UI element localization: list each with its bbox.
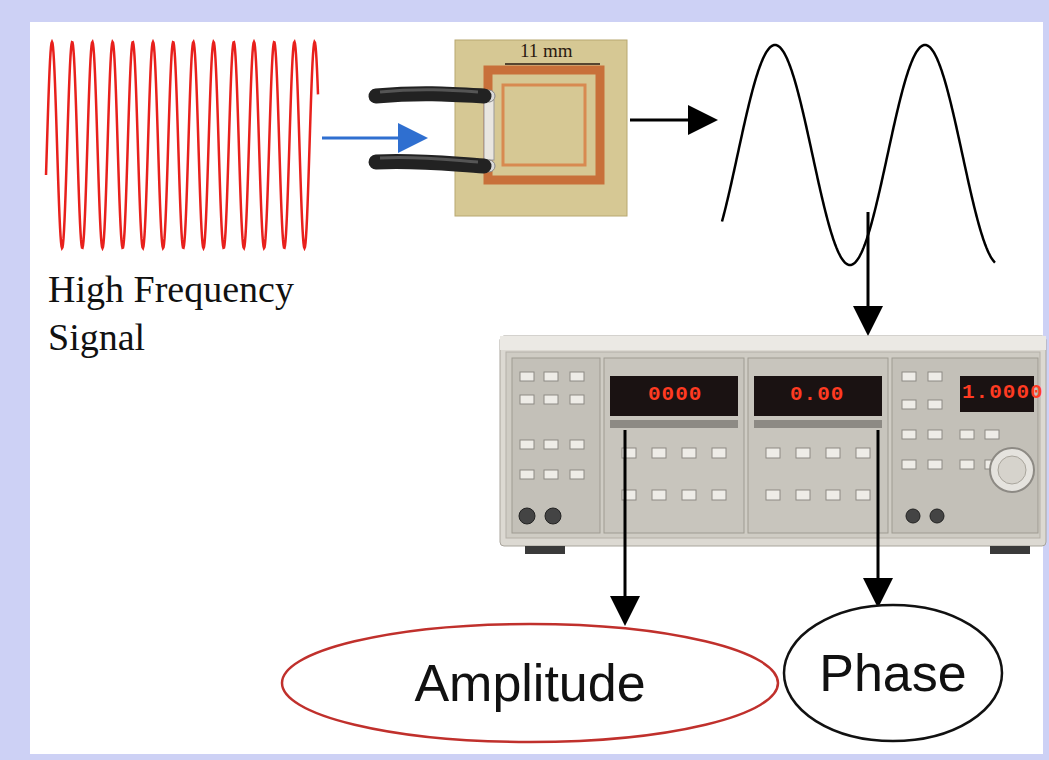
high-frequency-wave	[46, 42, 318, 248]
signal-label: High Frequency Signal	[48, 266, 348, 361]
amplitude-ellipse: Amplitude	[280, 622, 780, 744]
output-arrow	[630, 119, 712, 122]
node-text: Phase	[819, 643, 966, 703]
pcb-sensor	[376, 40, 627, 216]
phase-arrow	[877, 430, 880, 602]
low-frequency-wave	[722, 45, 995, 265]
dimension-label: 11 mm	[520, 40, 573, 62]
lock-in-amplifier	[500, 336, 1046, 554]
amplitude-arrow	[624, 430, 627, 620]
input-arrow	[322, 137, 422, 140]
phase-ellipse: Phase	[782, 603, 1004, 743]
display-readout: 0000	[648, 383, 702, 406]
down-arrow	[867, 212, 870, 330]
display-readout: 0.00	[790, 383, 844, 406]
display-readout: 1.0000	[962, 381, 1044, 404]
node-text: Amplitude	[414, 653, 645, 713]
